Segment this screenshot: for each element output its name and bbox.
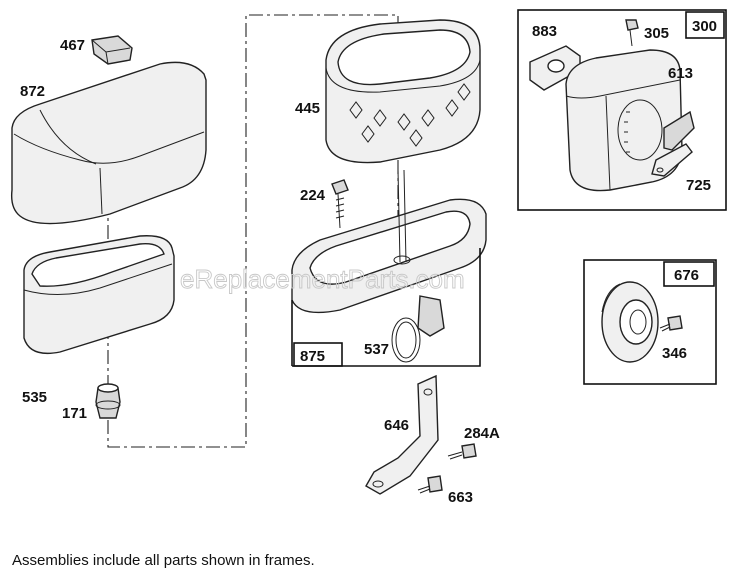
part-screw-305[interactable] — [625, 19, 639, 47]
label-224: 224 — [300, 187, 326, 204]
label-300: 300 — [692, 18, 717, 35]
label-284A: 284A — [464, 425, 500, 442]
frame-875 — [291, 248, 481, 367]
part-screw-224[interactable] — [331, 179, 349, 229]
label-535: 535 — [22, 389, 47, 406]
part-screw-284A[interactable] — [447, 443, 477, 460]
frame-300 — [517, 9, 727, 211]
label-725: 725 — [686, 177, 711, 194]
label-305: 305 — [644, 25, 669, 42]
footnote: Assemblies include all parts shown in fr… — [12, 552, 315, 569]
label-467: 467 — [60, 37, 85, 54]
part-filter-445[interactable] — [325, 19, 481, 164]
part-base-875[interactable] — [291, 169, 487, 314]
label-445: 445 — [295, 100, 320, 117]
label-883: 883 — [532, 23, 557, 40]
part-screw-346[interactable] — [659, 315, 683, 332]
part-knob-467[interactable] — [91, 35, 133, 65]
part-bracket-646[interactable] — [365, 374, 439, 495]
part-guard-613[interactable] — [663, 110, 695, 151]
label-171: 171 — [62, 405, 87, 422]
label-346: 346 — [662, 345, 687, 362]
part-bracket-725[interactable] — [651, 143, 693, 177]
part-screw-663[interactable] — [417, 475, 443, 494]
label-676: 676 — [674, 267, 699, 284]
frame-676 — [583, 259, 717, 385]
label-875: 875 — [300, 348, 325, 365]
part-spacer-171[interactable] — [95, 383, 121, 419]
label-537: 537 — [364, 341, 389, 358]
label-663: 663 — [448, 489, 473, 506]
part-adapter-676[interactable] — [601, 281, 659, 363]
label-872: 872 — [20, 83, 45, 100]
part-cover-872[interactable] — [10, 61, 207, 225]
part-labels: 467 872 445 224 535 171 875 537 646 284A… — [20, 18, 717, 506]
watermark: eReplacementParts.com — [180, 264, 465, 294]
part-precleaner-535[interactable] — [23, 235, 175, 355]
label-646: 646 — [384, 417, 409, 434]
part-breather-537[interactable] — [391, 295, 445, 363]
label-613: 613 — [668, 65, 693, 82]
